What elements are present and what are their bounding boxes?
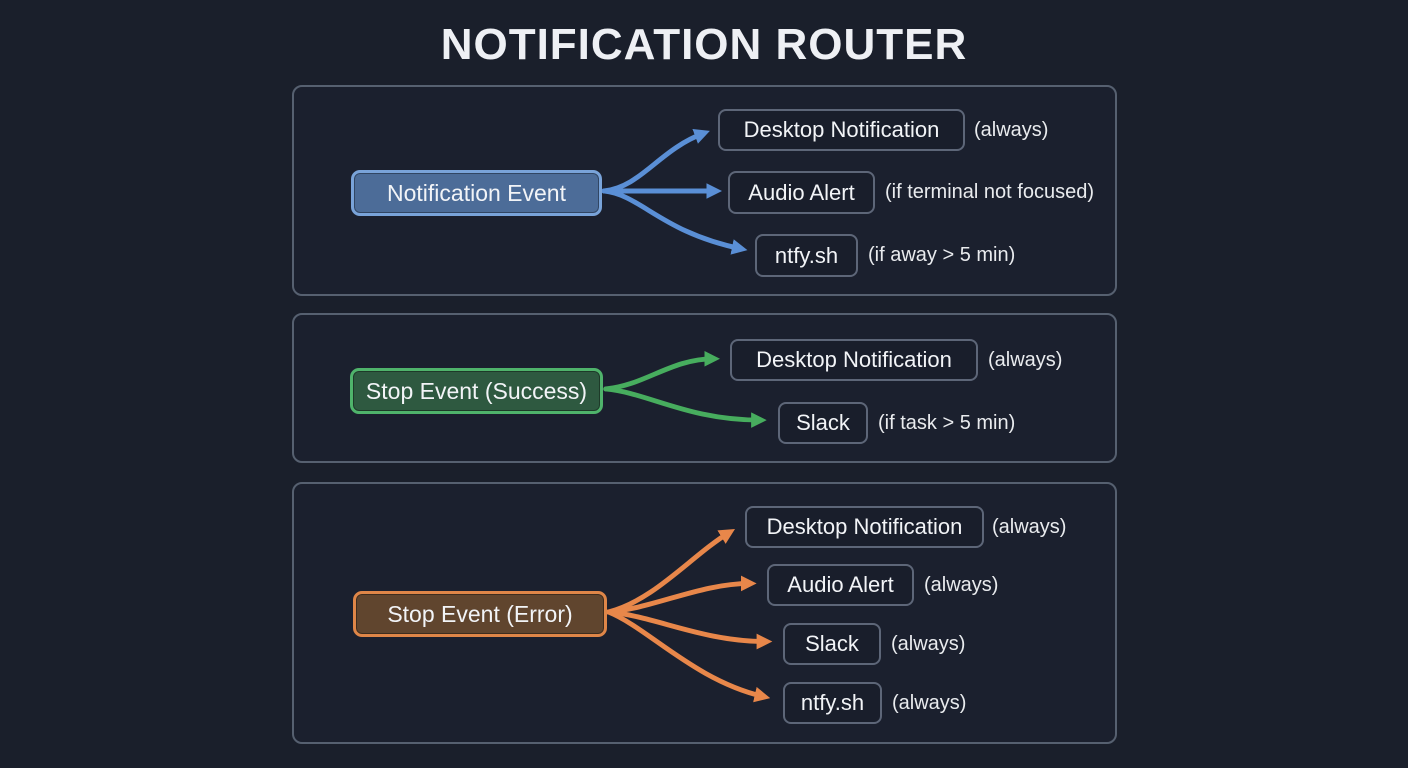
- node-desktop-notification: Desktop Notification: [718, 109, 965, 151]
- arrow-error-to-ntfy: [606, 609, 771, 703]
- node-desktop-notification: Desktop Notification: [730, 339, 978, 381]
- node-audio-alert: Audio Alert: [767, 564, 914, 606]
- panel-notification-event: Notification Event Desktop Notification …: [292, 85, 1117, 296]
- arrow-success-to-slack: [603, 386, 767, 428]
- node-stop-event-error: Stop Event (Error): [353, 591, 607, 637]
- node-stop-event-success: Stop Event (Success): [350, 368, 603, 414]
- arrow-notification-to-desktop: [601, 129, 710, 194]
- node-ntfy-sh: ntfy.sh: [783, 682, 882, 724]
- node-ntfy-sh: ntfy.sh: [755, 234, 858, 277]
- panel-stop-event-success: Stop Event (Success) Desktop Notificatio…: [292, 313, 1117, 463]
- arrow-success-to-desktop: [603, 351, 720, 392]
- condition-label: (always): [974, 118, 1049, 141]
- condition-label: (if away > 5 min): [868, 244, 1016, 266]
- condition-label: (always): [992, 515, 1067, 538]
- node-audio-alert: Audio Alert: [728, 171, 875, 214]
- node-desktop-notification: Desktop Notification: [745, 506, 984, 548]
- arrow-error-to-audio: [606, 575, 757, 615]
- condition-label: (always): [924, 573, 999, 596]
- arrow-error-to-desktop: [606, 528, 736, 615]
- condition-label: (if terminal not focused): [885, 181, 1094, 203]
- arrow-notification-to-ntfy: [601, 188, 748, 255]
- condition-label: (always): [892, 691, 967, 714]
- arrow-error-to-slack: [606, 609, 773, 650]
- node-notification-event: Notification Event: [351, 170, 602, 216]
- condition-label: (always): [988, 348, 1063, 371]
- node-slack: Slack: [778, 402, 868, 444]
- node-slack: Slack: [783, 623, 881, 665]
- condition-label: (if task > 5 min): [878, 411, 1016, 434]
- panel-stop-event-error: Stop Event (Error) Desktop Notification …: [292, 482, 1117, 744]
- page-title: NOTIFICATION ROUTER: [440, 20, 968, 69]
- condition-label: (always): [891, 632, 966, 655]
